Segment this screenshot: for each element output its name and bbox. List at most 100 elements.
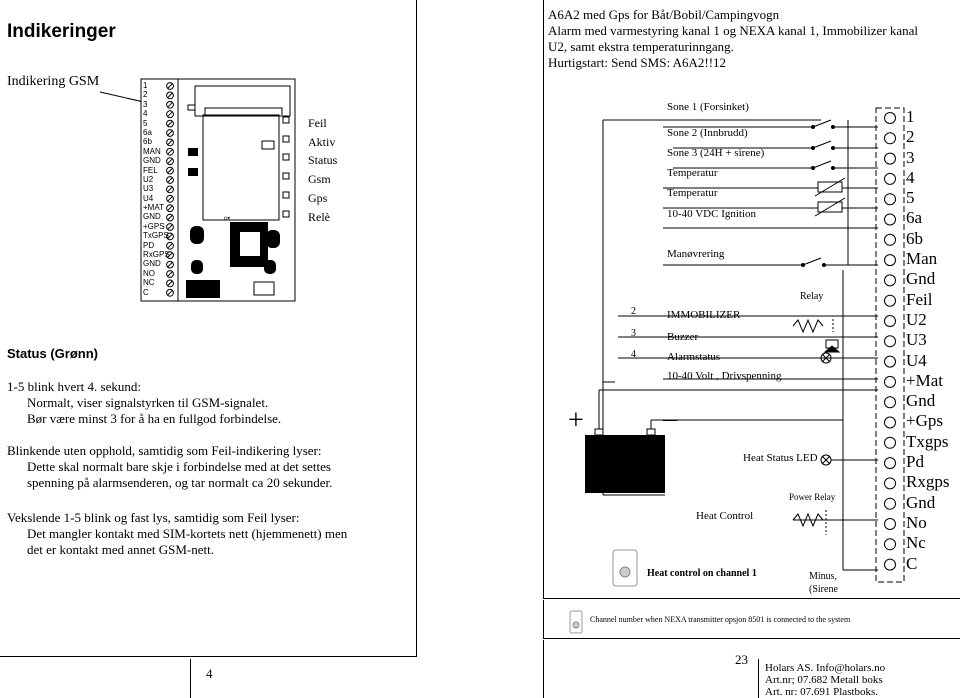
wiring-sone3: Sone 3 (24H + sirene) (667, 147, 765, 159)
right-page-number: 23 (735, 652, 748, 667)
terminal-label-list: 1 2 3 4 5 6a 6b Man Gnd Feil U2 U3 U4 +M… (906, 107, 956, 574)
board-screw-slot (167, 92, 173, 99)
terminal-circle (884, 518, 896, 530)
board-screw-slot (167, 101, 173, 108)
board-screw-slot (167, 130, 173, 136)
terminal-circle (884, 497, 896, 510)
terminal-label: 6b (906, 228, 923, 248)
right-header: A6A2 med Gps for Båt/Bobil/Campingvogn A… (548, 7, 958, 71)
board-screw-slot (167, 214, 173, 221)
board-screw-slot (167, 111, 173, 118)
wiring-alarmstatus: Alarmstatus (667, 351, 721, 363)
board-terminal: NC (143, 278, 155, 288)
status-paragraph-1: 1-5 blink hvert 4. sekund: Normalt, vise… (7, 379, 407, 427)
terminal-label: 5 (906, 188, 915, 208)
board-terminal: U3 (143, 184, 154, 194)
gsm-indication-label: Indikering GSM (7, 74, 100, 89)
wiring-diagram (585, 107, 905, 587)
wiring-relay: Relay (800, 291, 824, 302)
terminal-circle (884, 152, 896, 165)
terminal-label: U3 (906, 330, 927, 350)
terminal-circle (884, 396, 896, 409)
terminal-circle (884, 477, 896, 490)
wiring-heat-led: Heat Status LED (743, 452, 818, 464)
num-3: 3 (631, 328, 636, 339)
svg-text:o▪: o▪ (224, 214, 231, 222)
board-screw-slot (167, 224, 173, 230)
terminal-circle (884, 132, 896, 145)
terminal-circle (884, 213, 896, 226)
wiring-buzzer: Buzzer (667, 331, 699, 343)
board-screw-slot (167, 83, 173, 89)
terminal-label: 3 (906, 147, 915, 167)
page-title: Indikeringer (7, 21, 116, 42)
art-line-1: Art.nr; 07.682 Metall boks (765, 674, 883, 686)
board-terminal: TxGPS (143, 231, 169, 241)
nexa-plug-icon (569, 610, 583, 634)
board-terminal: U4 (143, 193, 154, 203)
board-screw-slot (167, 280, 173, 287)
board-terminal: 2 (143, 90, 148, 100)
terminal-circle (884, 457, 896, 470)
board-terminal: MAN (143, 146, 161, 156)
header-line3: U2, samt ekstra temperaturinngang. (548, 39, 734, 54)
header-line2: Alarm med varmestyring kanal 1 og NEXA k… (548, 23, 919, 38)
board-terminal: U2 (143, 174, 154, 184)
terminal-label: C (906, 553, 918, 573)
board-terminal: 6a (143, 127, 152, 137)
terminal-label: U4 (906, 350, 927, 370)
board-terminal: +MAT (143, 203, 164, 213)
board-terminal: PD (143, 240, 155, 250)
wiring-minus: Minus, (809, 571, 838, 582)
board-terminal: +GPS (143, 221, 165, 231)
wiring-sirene: (Sirene (809, 584, 838, 595)
art-line-2: Art. nr: 07.691 Plastboks. (765, 686, 879, 698)
company-line: Holars AS. Info@holars.no (765, 662, 886, 674)
footer-divider-mid (543, 640, 544, 698)
terminal-label: Pd (906, 452, 924, 472)
header-line1: A6A2 med Gps for Båt/Bobil/Campingvogn (548, 7, 780, 22)
terminal-label: Gnd (906, 391, 936, 411)
terminal-label: Nc (906, 533, 926, 553)
wiring-immobilizer: IMMOBILIZER (667, 309, 741, 321)
terminal-label: Feil (906, 289, 933, 309)
terminal-circle (884, 274, 896, 287)
board-screw-slot (167, 271, 173, 277)
footer-company: Holars AS. Info@holars.no Art.nr; 07.682… (765, 662, 885, 698)
terminal-label: 4 (906, 167, 915, 187)
p1-line2: Normalt, viser signalstyrken til GSM-sig… (27, 395, 269, 410)
terminal-label: No (906, 512, 927, 532)
right-page-frame (543, 0, 960, 599)
p3-line1: Vekslende 1-5 blink og fast lys, samtidi… (7, 510, 300, 525)
terminal-circle (884, 294, 896, 307)
board-diagram: o▪ (99, 78, 296, 302)
wiring-temp1: Temperatur (667, 167, 718, 179)
board-screw-slot (167, 167, 173, 174)
battery-minus: – (663, 403, 677, 434)
wiring-temp2: Temperatur (667, 187, 718, 199)
board-screw-slot (167, 120, 173, 127)
terminal-label: Txgps (906, 431, 949, 451)
p1-line3: Bør være minst 3 for å ha en fullgod for… (27, 411, 282, 426)
wiring-sone1: Sone 1 (Forsinket) (667, 101, 749, 113)
board-terminal: FEL (143, 165, 158, 175)
wiring-heat-control: Heat Control (696, 510, 754, 522)
board-screw-slot (167, 139, 173, 146)
p2-line1: Blinkende uten opphold, samtidig som Fei… (7, 443, 322, 458)
footer-divider-left (190, 659, 191, 698)
board-terminal: 6b (143, 137, 152, 147)
board-terminal: 5 (143, 118, 148, 128)
terminal-circle (884, 436, 896, 449)
terminal-circle (884, 355, 896, 368)
wiring-sone2: Sone 2 (Innbrudd) (667, 127, 748, 139)
p2-line3: spenning på alarmsenderen, og tar normal… (27, 475, 333, 490)
p2-line2: Dette skal normalt bare skje i forbindel… (27, 459, 331, 474)
board-terminal: 3 (143, 99, 148, 109)
terminal-label: Man (906, 249, 938, 269)
board-terminal: RxGPS (143, 250, 170, 260)
board-terminal: GND (143, 259, 161, 269)
terminal-circle (884, 558, 896, 571)
terminal-label: +Gps (906, 411, 943, 431)
terminal-label: Gnd (906, 492, 936, 512)
nexa-note: Channel number when NEXA transmitter ops… (590, 615, 851, 624)
